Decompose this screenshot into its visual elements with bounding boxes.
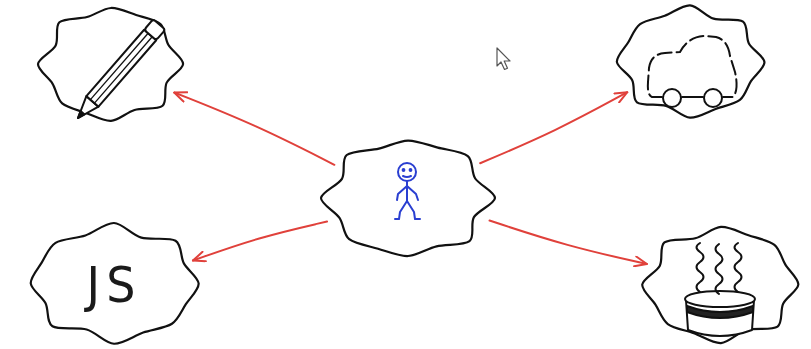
figure-mouth — [403, 176, 411, 177]
pencil-lead — [76, 111, 85, 120]
pencil-line — [94, 37, 152, 103]
pencil-eraser — [144, 19, 165, 40]
pot-icon — [685, 243, 755, 336]
figure-arm — [397, 186, 407, 200]
arrow-connector — [193, 222, 327, 261]
arrow-connector — [490, 221, 647, 264]
cloud-outline — [612, 2, 768, 122]
figure-leg — [395, 201, 407, 219]
cloud-shape — [617, 5, 765, 117]
figure-body — [406, 181, 408, 201]
pencil-line — [90, 33, 148, 99]
pot-body — [686, 300, 754, 336]
steam-line — [716, 244, 723, 294]
cloud-shape — [642, 227, 798, 343]
pot-rim — [685, 291, 755, 307]
cloud-shape — [31, 223, 199, 344]
figure-arm — [407, 186, 418, 200]
car-wheel — [704, 89, 722, 107]
cloud-shape — [38, 8, 183, 121]
figure-eye — [403, 169, 405, 171]
cloud-node — [318, 134, 498, 262]
cloud-shape — [321, 141, 495, 256]
pencil-icon — [72, 19, 165, 123]
figure-leg — [407, 201, 420, 219]
figure-head — [398, 163, 416, 181]
arrow-connector — [174, 93, 334, 165]
cloud-node — [612, 2, 768, 122]
node-label: JS — [87, 258, 142, 309]
steam-line — [697, 243, 704, 292]
figure-eye — [410, 169, 412, 171]
cloud-node — [638, 222, 804, 347]
mouse-cursor — [497, 48, 510, 70]
car-icon — [648, 36, 737, 107]
stick-figure — [395, 163, 420, 219]
cloud-outline — [35, 2, 187, 126]
cloud-node: JS — [24, 220, 204, 347]
car-body — [682, 96, 703, 98]
cloud-node — [35, 2, 187, 126]
cloud-outline — [638, 222, 804, 347]
car-body — [648, 36, 737, 97]
car-wheel — [663, 89, 681, 107]
pencil-tip — [72, 96, 99, 123]
arrow-connector — [480, 92, 627, 163]
pot-band — [687, 306, 753, 318]
pencil-body — [86, 30, 156, 107]
steam-line — [735, 243, 742, 292]
cloud-outline — [318, 134, 498, 262]
